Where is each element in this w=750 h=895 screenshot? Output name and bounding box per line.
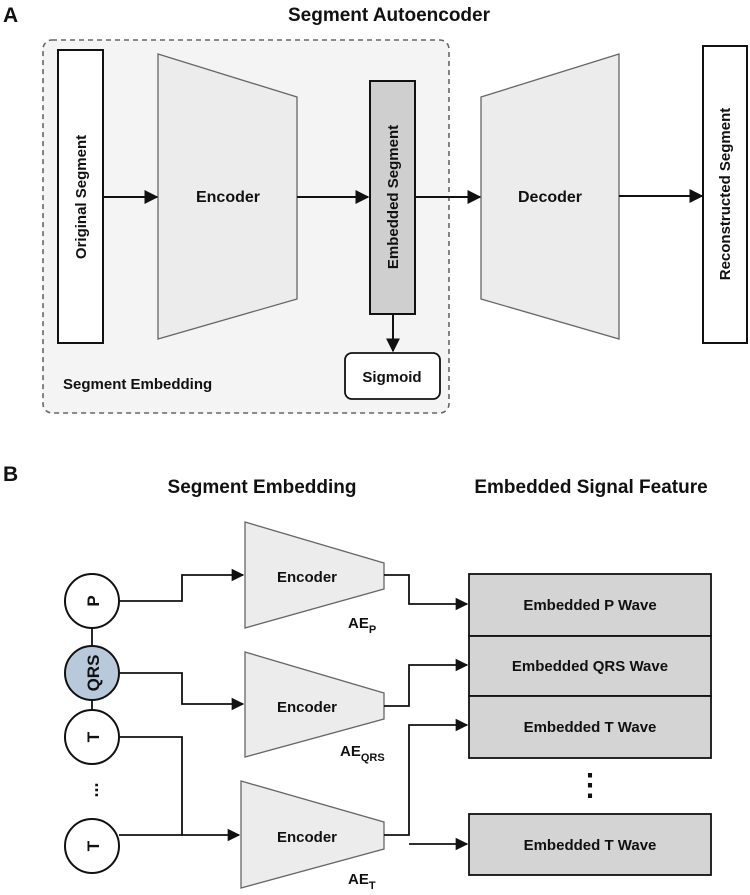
wave-label-t2: T xyxy=(84,840,103,851)
encoder-label-p: Encoder xyxy=(277,569,337,586)
feature-label-qrs: Embedded QRS Wave xyxy=(512,658,668,675)
feature-label-t1: Embedded T Wave xyxy=(524,719,657,736)
sigmoid-box xyxy=(344,352,441,400)
arrow-encoder-p-to-feature xyxy=(384,574,469,611)
sigmoid-label: Sigmoid xyxy=(362,369,421,386)
panel-b-heading-right: Embedded Signal Feature xyxy=(474,477,707,498)
panel-a-title: Segment Autoencoder xyxy=(288,5,491,26)
panel-a-letter: A xyxy=(3,4,18,27)
feature-box-p xyxy=(468,573,712,637)
panel-b-heading-left: Segment Embedding xyxy=(168,477,357,498)
arrow-encoder-t-to-feature-t1 xyxy=(384,718,469,836)
encoder-trapezoid-p xyxy=(244,521,385,629)
original-segment-label: Original Segment xyxy=(73,135,90,259)
panel-b-letter: B xyxy=(3,463,18,486)
wave-label-t1: T xyxy=(84,731,103,742)
feature-box-t2 xyxy=(468,813,712,876)
encoder-trapezoid-t xyxy=(240,780,385,889)
embedded-segment-label: Embedded Segment xyxy=(385,125,402,269)
ae-label-qrs: AEQRS xyxy=(340,743,385,764)
encoder-trapezoid-a xyxy=(157,53,298,340)
encoder-label-qrs: Encoder xyxy=(277,699,337,716)
arrow-p-to-encoder xyxy=(119,568,245,602)
wave-ellipsis: ... xyxy=(82,782,102,797)
feature-label-t2: Embedded T Wave xyxy=(524,837,657,854)
ae-label-p: AEP xyxy=(348,615,376,636)
feature-label-p: Embedded P Wave xyxy=(523,597,656,614)
wave-label-p: P xyxy=(84,595,103,606)
feature-box-t1 xyxy=(468,695,712,759)
arrow-t1-to-encoder xyxy=(119,736,241,842)
ae-label-t: AET xyxy=(348,871,376,892)
encoder-label-a: Encoder xyxy=(196,189,260,206)
wave-label-qrs: QRS xyxy=(84,655,103,692)
decoder-label: Decoder xyxy=(518,189,582,206)
segment-embedding-group-label: Segment Embedding xyxy=(63,376,212,393)
feature-vertical-ellipsis: ⋮ xyxy=(575,769,605,802)
encoder-trapezoid-qrs xyxy=(244,651,385,758)
reconstructed-segment-label: Reconstructed Segment xyxy=(717,108,734,281)
feature-box-qrs xyxy=(468,635,712,697)
arrow-qrs-to-encoder xyxy=(119,672,245,711)
decoder-trapezoid xyxy=(480,53,620,340)
encoder-label-t: Encoder xyxy=(277,829,337,846)
original-segment-box xyxy=(57,49,104,344)
wave-circle-t2 xyxy=(64,818,120,874)
arrow-encoder-qrs-to-feature xyxy=(384,658,469,707)
